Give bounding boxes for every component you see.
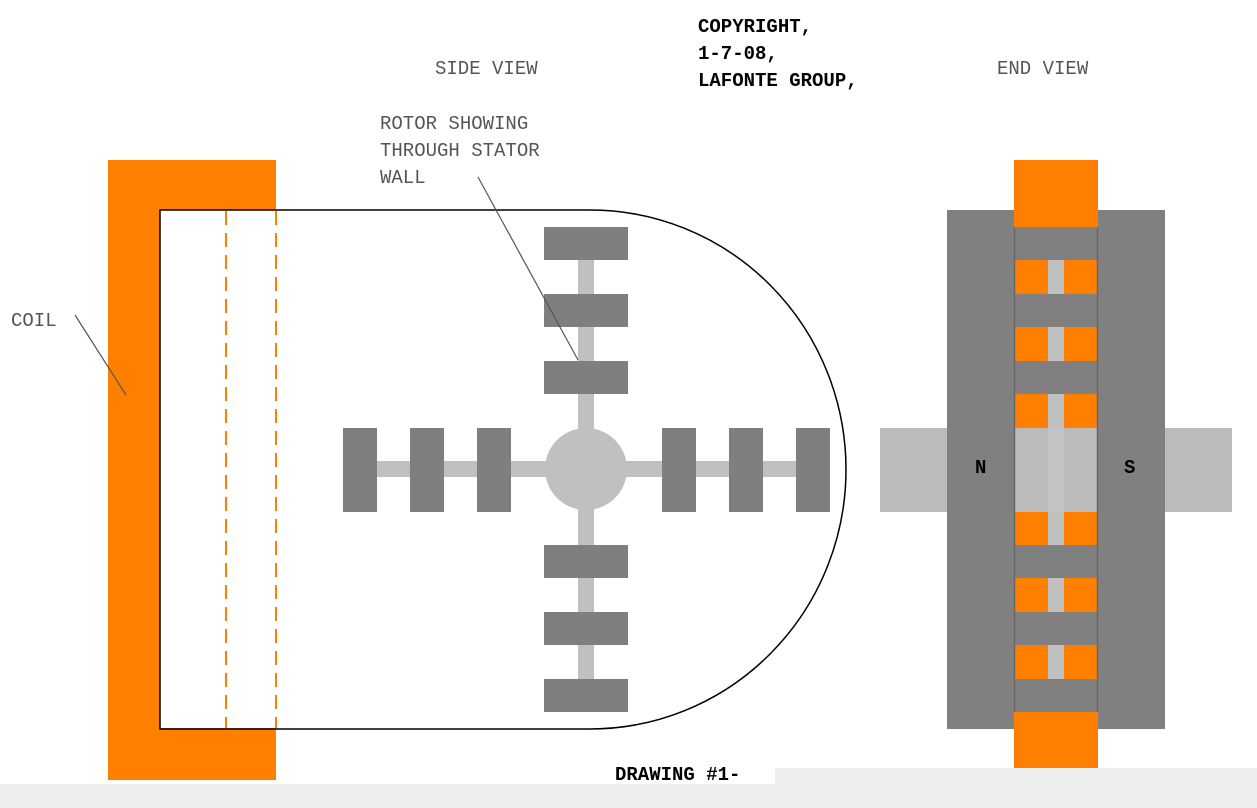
end-view-label: END VIEW xyxy=(997,58,1089,80)
coil-leader-line xyxy=(74,314,127,396)
coil-label: COIL xyxy=(11,310,57,332)
magnet-south xyxy=(1098,210,1165,729)
end-view xyxy=(880,160,1232,768)
rotor xyxy=(343,227,830,712)
rotor-leader-line xyxy=(477,176,579,361)
north-pole-label: N xyxy=(975,457,986,479)
copyright-line-1: COPYRIGHT, xyxy=(698,16,812,38)
rotor-note-line-3: WALL xyxy=(380,167,426,189)
magnet-north xyxy=(947,210,1014,729)
rotor-note-line-2: THROUGH STATOR xyxy=(380,140,540,162)
rotor-note-line-1: ROTOR SHOWING xyxy=(380,113,528,135)
side-view-label: SIDE VIEW xyxy=(435,58,538,80)
copyright-line-2: 1-7-08, xyxy=(698,43,778,65)
stator-outline xyxy=(159,209,847,730)
drawing-number-label: DRAWING #1- xyxy=(615,764,740,786)
bottom-overlay-panel xyxy=(775,768,1257,808)
coil xyxy=(108,160,276,780)
coil-dashed-lines xyxy=(225,211,277,728)
copyright-line-3: LAFONTE GROUP, xyxy=(698,70,858,92)
south-pole-label: S xyxy=(1124,457,1135,479)
